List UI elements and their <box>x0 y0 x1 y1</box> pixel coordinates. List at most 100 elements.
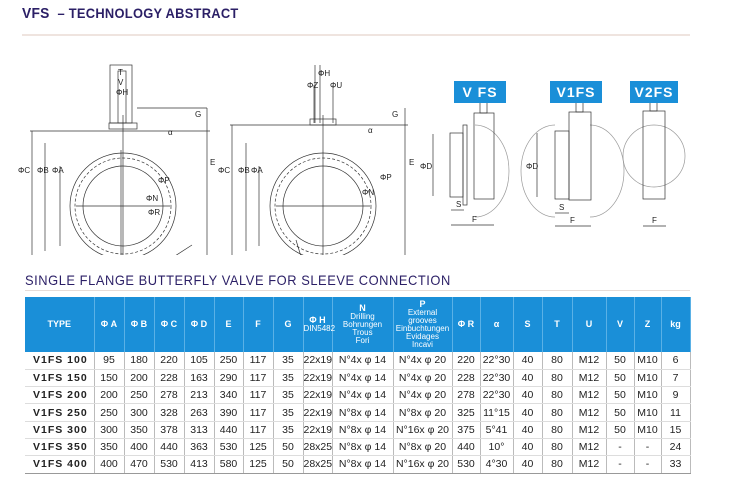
table-cell: M12 <box>572 455 607 474</box>
table-cell: 40 <box>513 386 543 405</box>
divider <box>25 290 690 291</box>
type-cell: V1FS 400 <box>25 455 95 474</box>
table-cell: 22x19 <box>303 421 333 439</box>
table-cell: 150 <box>94 369 125 388</box>
table-cell: M10 <box>634 421 662 439</box>
header-sub: External grooves <box>407 308 438 325</box>
table-cell: N°8x φ 20 <box>393 438 453 457</box>
header-main: Φ H <box>309 315 326 325</box>
table-cell: N°8x φ 14 <box>332 455 394 474</box>
table-cell: 50 <box>273 455 304 474</box>
column-header: F <box>243 297 274 352</box>
table-cell: 375 <box>452 421 481 439</box>
dim-label: ΦZ <box>307 81 318 90</box>
table-cell: N°4x φ 20 <box>393 386 453 405</box>
table-cell: 325 <box>452 403 481 422</box>
badge-vfs: V FS <box>454 81 506 103</box>
dim-label: T <box>118 68 123 77</box>
table-cell: 28x25 <box>303 455 333 474</box>
table-cell: 440 <box>214 421 244 439</box>
table-cell: 22°30 <box>480 369 514 388</box>
dim-label: ΦH <box>318 69 330 78</box>
table-cell: 228 <box>154 369 185 388</box>
table-cell: N°4x φ 14 <box>332 386 394 405</box>
table-cell: - <box>634 438 662 457</box>
dim-label: ΦB <box>238 166 250 175</box>
dim-label: ΦA <box>251 166 263 175</box>
header-sub: Incavi <box>412 340 433 349</box>
dim-label: ΦP <box>158 176 170 185</box>
table-cell: 80 <box>542 438 573 457</box>
dim-label: F <box>652 216 657 225</box>
dim-label: G <box>392 110 398 119</box>
table-cell: 278 <box>452 386 481 405</box>
section-title: SINGLE FLANGE BUTTERFLY VALVE FOR SLEEVE… <box>25 272 451 288</box>
column-header: U <box>572 297 607 352</box>
dim-label: ΦB <box>37 166 49 175</box>
table-cell: 250 <box>94 403 125 422</box>
table-cell: N°16x φ 20 <box>393 455 453 474</box>
table-cell: 33 <box>661 455 691 474</box>
table-cell: M12 <box>572 369 607 388</box>
table-cell: 50 <box>606 352 635 370</box>
table-cell: 200 <box>124 369 155 388</box>
table-cell: 328 <box>154 403 185 422</box>
table-cell: 10° <box>480 438 514 457</box>
header-sub: Einbuchtungen <box>395 324 450 333</box>
table-cell: 22x19 <box>303 403 333 422</box>
table-cell: 440 <box>154 438 185 457</box>
dim-label: ΦH <box>116 88 128 97</box>
brand: VFS <box>22 5 50 22</box>
table-cell: 80 <box>542 421 573 439</box>
table-cell: 163 <box>184 369 215 388</box>
table-cell: 40 <box>513 438 543 457</box>
table-cell: 278 <box>154 386 185 405</box>
dim-label: ΦD <box>526 162 538 171</box>
table-cell: 4°30 <box>480 455 514 474</box>
table-cell: 80 <box>542 455 573 474</box>
table-cell: 40 <box>513 352 543 370</box>
table-cell: 11 <box>661 403 691 422</box>
table-cell: 125 <box>243 438 274 457</box>
column-header: α <box>480 297 514 352</box>
table-cell: 400 <box>94 455 125 474</box>
table-cell: M10 <box>634 352 662 370</box>
table-cell: 35 <box>273 403 304 422</box>
table-cell: M10 <box>634 369 662 388</box>
table-cell: 22°30 <box>480 386 514 405</box>
column-header: G <box>273 297 304 352</box>
table-cell: N°4x φ 20 <box>393 369 453 388</box>
table-cell: 6 <box>661 352 691 370</box>
table-cell: 50 <box>606 369 635 388</box>
column-header: Φ R <box>452 297 481 352</box>
table-cell: 440 <box>452 438 481 457</box>
table-cell: M12 <box>572 421 607 439</box>
table-cell: 35 <box>273 352 304 370</box>
dim-label: S <box>559 203 564 212</box>
type-cell: V1FS 100 <box>25 352 95 370</box>
column-header: Φ D <box>184 297 215 352</box>
column-header: T <box>542 297 573 352</box>
title-text: – TECHNOLOGY ABSTRACT <box>57 5 239 21</box>
table-cell: 80 <box>542 352 573 370</box>
column-header: kg <box>661 297 691 352</box>
table-cell: 530 <box>154 455 185 474</box>
table-cell: 400 <box>124 438 155 457</box>
table-cell: 580 <box>214 455 244 474</box>
technical-drawings: T V ΦH G ΦC ΦB ΦA E α ΦR ΦP ΦN ΦH ΦZ ΦU … <box>18 64 686 255</box>
column-header: Φ C <box>154 297 185 352</box>
badge-v1fs: V1FS <box>550 81 602 103</box>
dim-label: α <box>168 128 173 137</box>
table-cell: 117 <box>243 421 274 439</box>
table-cell: 313 <box>184 421 215 439</box>
dim-label: F <box>472 215 477 224</box>
table-cell: 24 <box>661 438 691 457</box>
column-header: E <box>214 297 244 352</box>
